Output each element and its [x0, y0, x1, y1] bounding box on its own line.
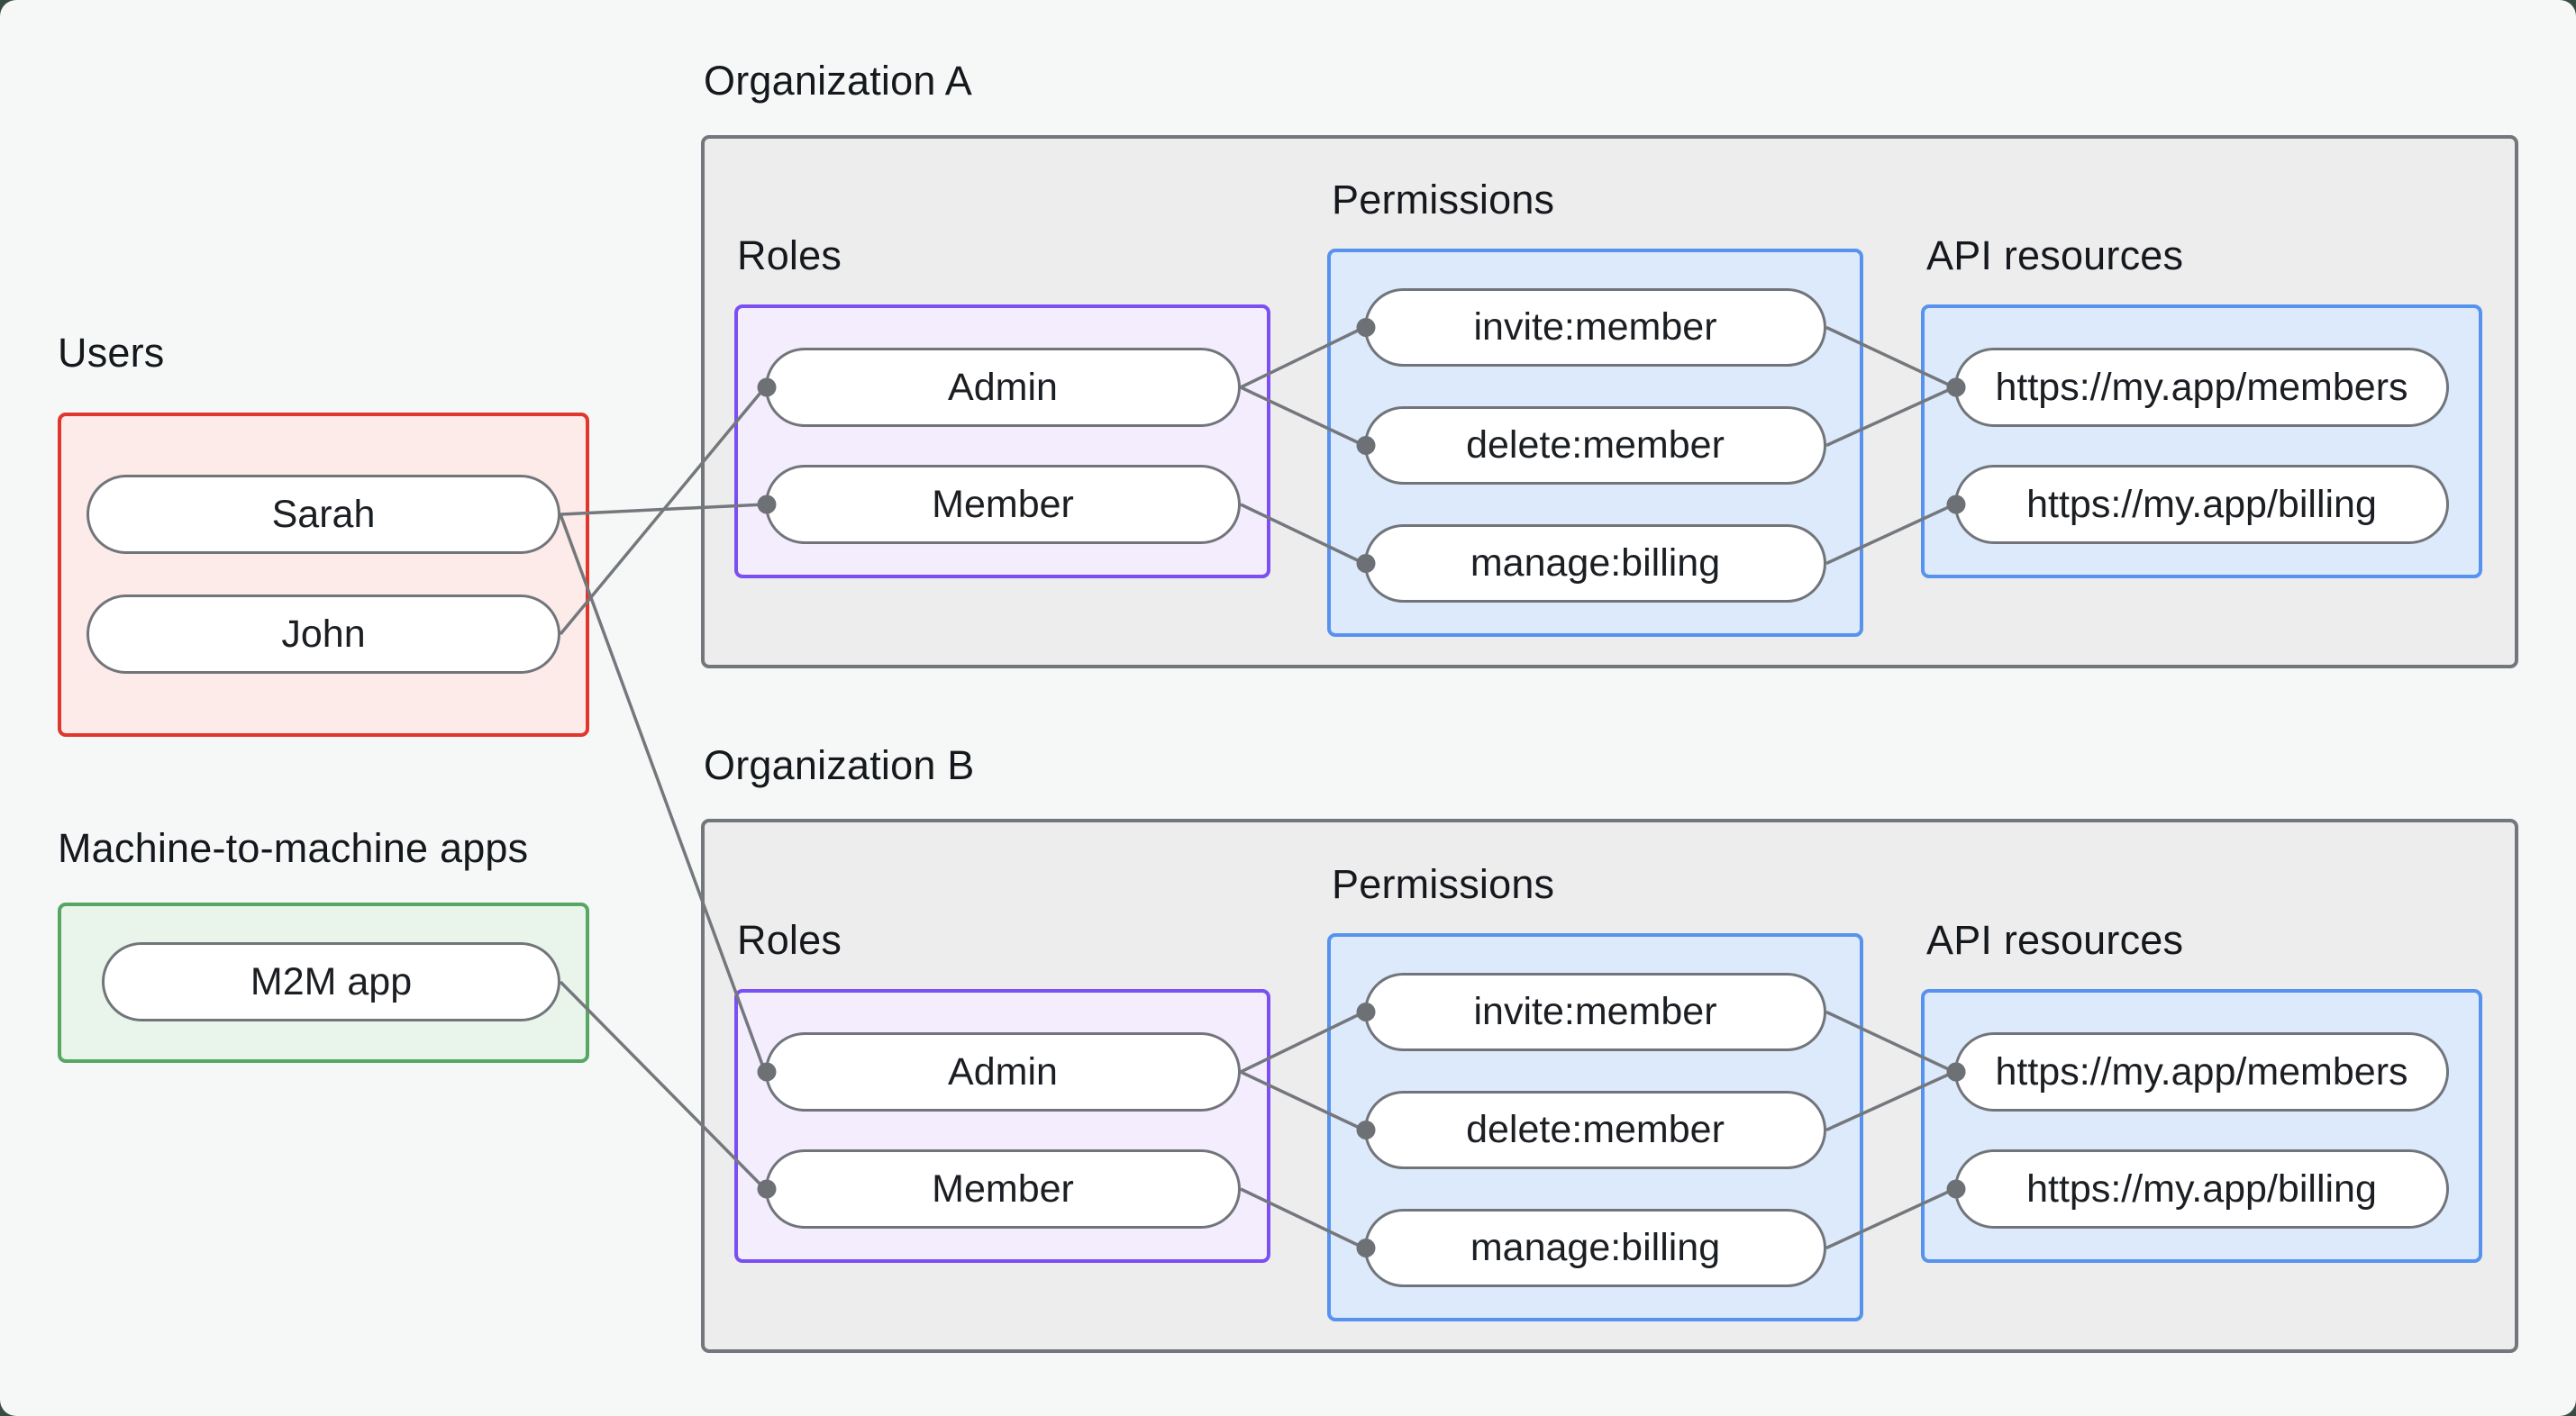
members-a-node: https://my.app/members: [1954, 348, 2449, 427]
john-node: John: [86, 595, 560, 674]
admin-b-node: Admin: [765, 1032, 1241, 1112]
invite-b-node: invite:member: [1364, 973, 1826, 1051]
users-label: Users: [58, 330, 165, 376]
admin-a-node: Admin: [765, 348, 1241, 427]
manage-a-node: manage:billing: [1364, 524, 1826, 603]
delete-b-node: delete:member: [1364, 1091, 1826, 1169]
org-b-label: Organization B: [704, 742, 975, 788]
m2m-app-node: M2M app: [102, 942, 560, 1021]
manage-b-node: manage:billing: [1364, 1209, 1826, 1287]
billing-b-node: https://my.app/billing: [1954, 1149, 2449, 1229]
org-a-label: Organization A: [704, 58, 972, 104]
member-a-node: Member: [765, 465, 1241, 544]
invite-a-node: invite:member: [1364, 288, 1826, 367]
sarah-node: Sarah: [86, 475, 560, 554]
users-box: [58, 413, 589, 737]
permissions-a-label: Permissions: [1332, 177, 1555, 222]
member-b-node: Member: [765, 1149, 1241, 1229]
roles-a-label: Roles: [737, 232, 842, 278]
permissions-b-label: Permissions: [1332, 861, 1555, 907]
delete-a-node: delete:member: [1364, 406, 1826, 485]
billing-a-node: https://my.app/billing: [1954, 465, 2449, 544]
api-a-label: API resources: [1926, 232, 2184, 278]
m2m-label: Machine-to-machine apps: [58, 825, 529, 871]
api-b-label: API resources: [1926, 917, 2184, 963]
roles-b-label: Roles: [737, 917, 842, 963]
members-b-node: https://my.app/members: [1954, 1032, 2449, 1112]
